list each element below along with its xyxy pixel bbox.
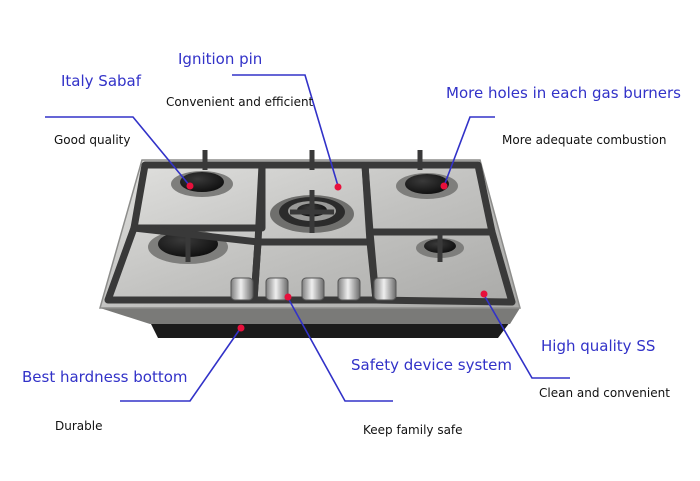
marker-safety	[284, 293, 292, 301]
safety-subtitle: Keep family safe	[363, 423, 463, 437]
burner-rear-right	[396, 173, 458, 199]
marker-ss	[480, 290, 488, 298]
ignition-title: Ignition pin	[178, 50, 263, 68]
ss-title: High quality SS	[541, 337, 656, 355]
marker-ignition	[334, 183, 342, 191]
leader-ss	[483, 294, 570, 379]
ignition-subtitle: Convenient and efficient	[166, 95, 314, 109]
holes-title: More holes in each gas burners	[446, 84, 681, 102]
leader-bottom	[120, 328, 241, 402]
marker-holes	[440, 182, 448, 190]
bottom-title: Best hardness bottom	[22, 368, 188, 386]
marker-bottom	[237, 324, 245, 332]
control-knobs	[230, 277, 397, 301]
leader-ignition	[232, 74, 339, 187]
marker-sabaf	[186, 182, 194, 190]
holes-subtitle: More adequate combustion	[502, 133, 667, 147]
hob-bottom	[150, 322, 510, 338]
hob-front-edge	[100, 308, 520, 324]
leader-sabaf	[45, 116, 191, 187]
grate-fingers	[185, 150, 443, 262]
ss-subtitle: Clean and convenient	[539, 386, 670, 400]
leader-lines	[45, 74, 570, 402]
safety-title: Safety device system	[351, 356, 513, 374]
leader-safety	[287, 297, 393, 402]
sabaf-subtitle: Good quality	[54, 133, 131, 147]
marker-dots	[186, 182, 488, 332]
sabaf-title: Italy Sabaf	[61, 72, 142, 90]
bottom-subtitle: Durable	[55, 419, 103, 433]
leader-holes	[443, 116, 495, 187]
